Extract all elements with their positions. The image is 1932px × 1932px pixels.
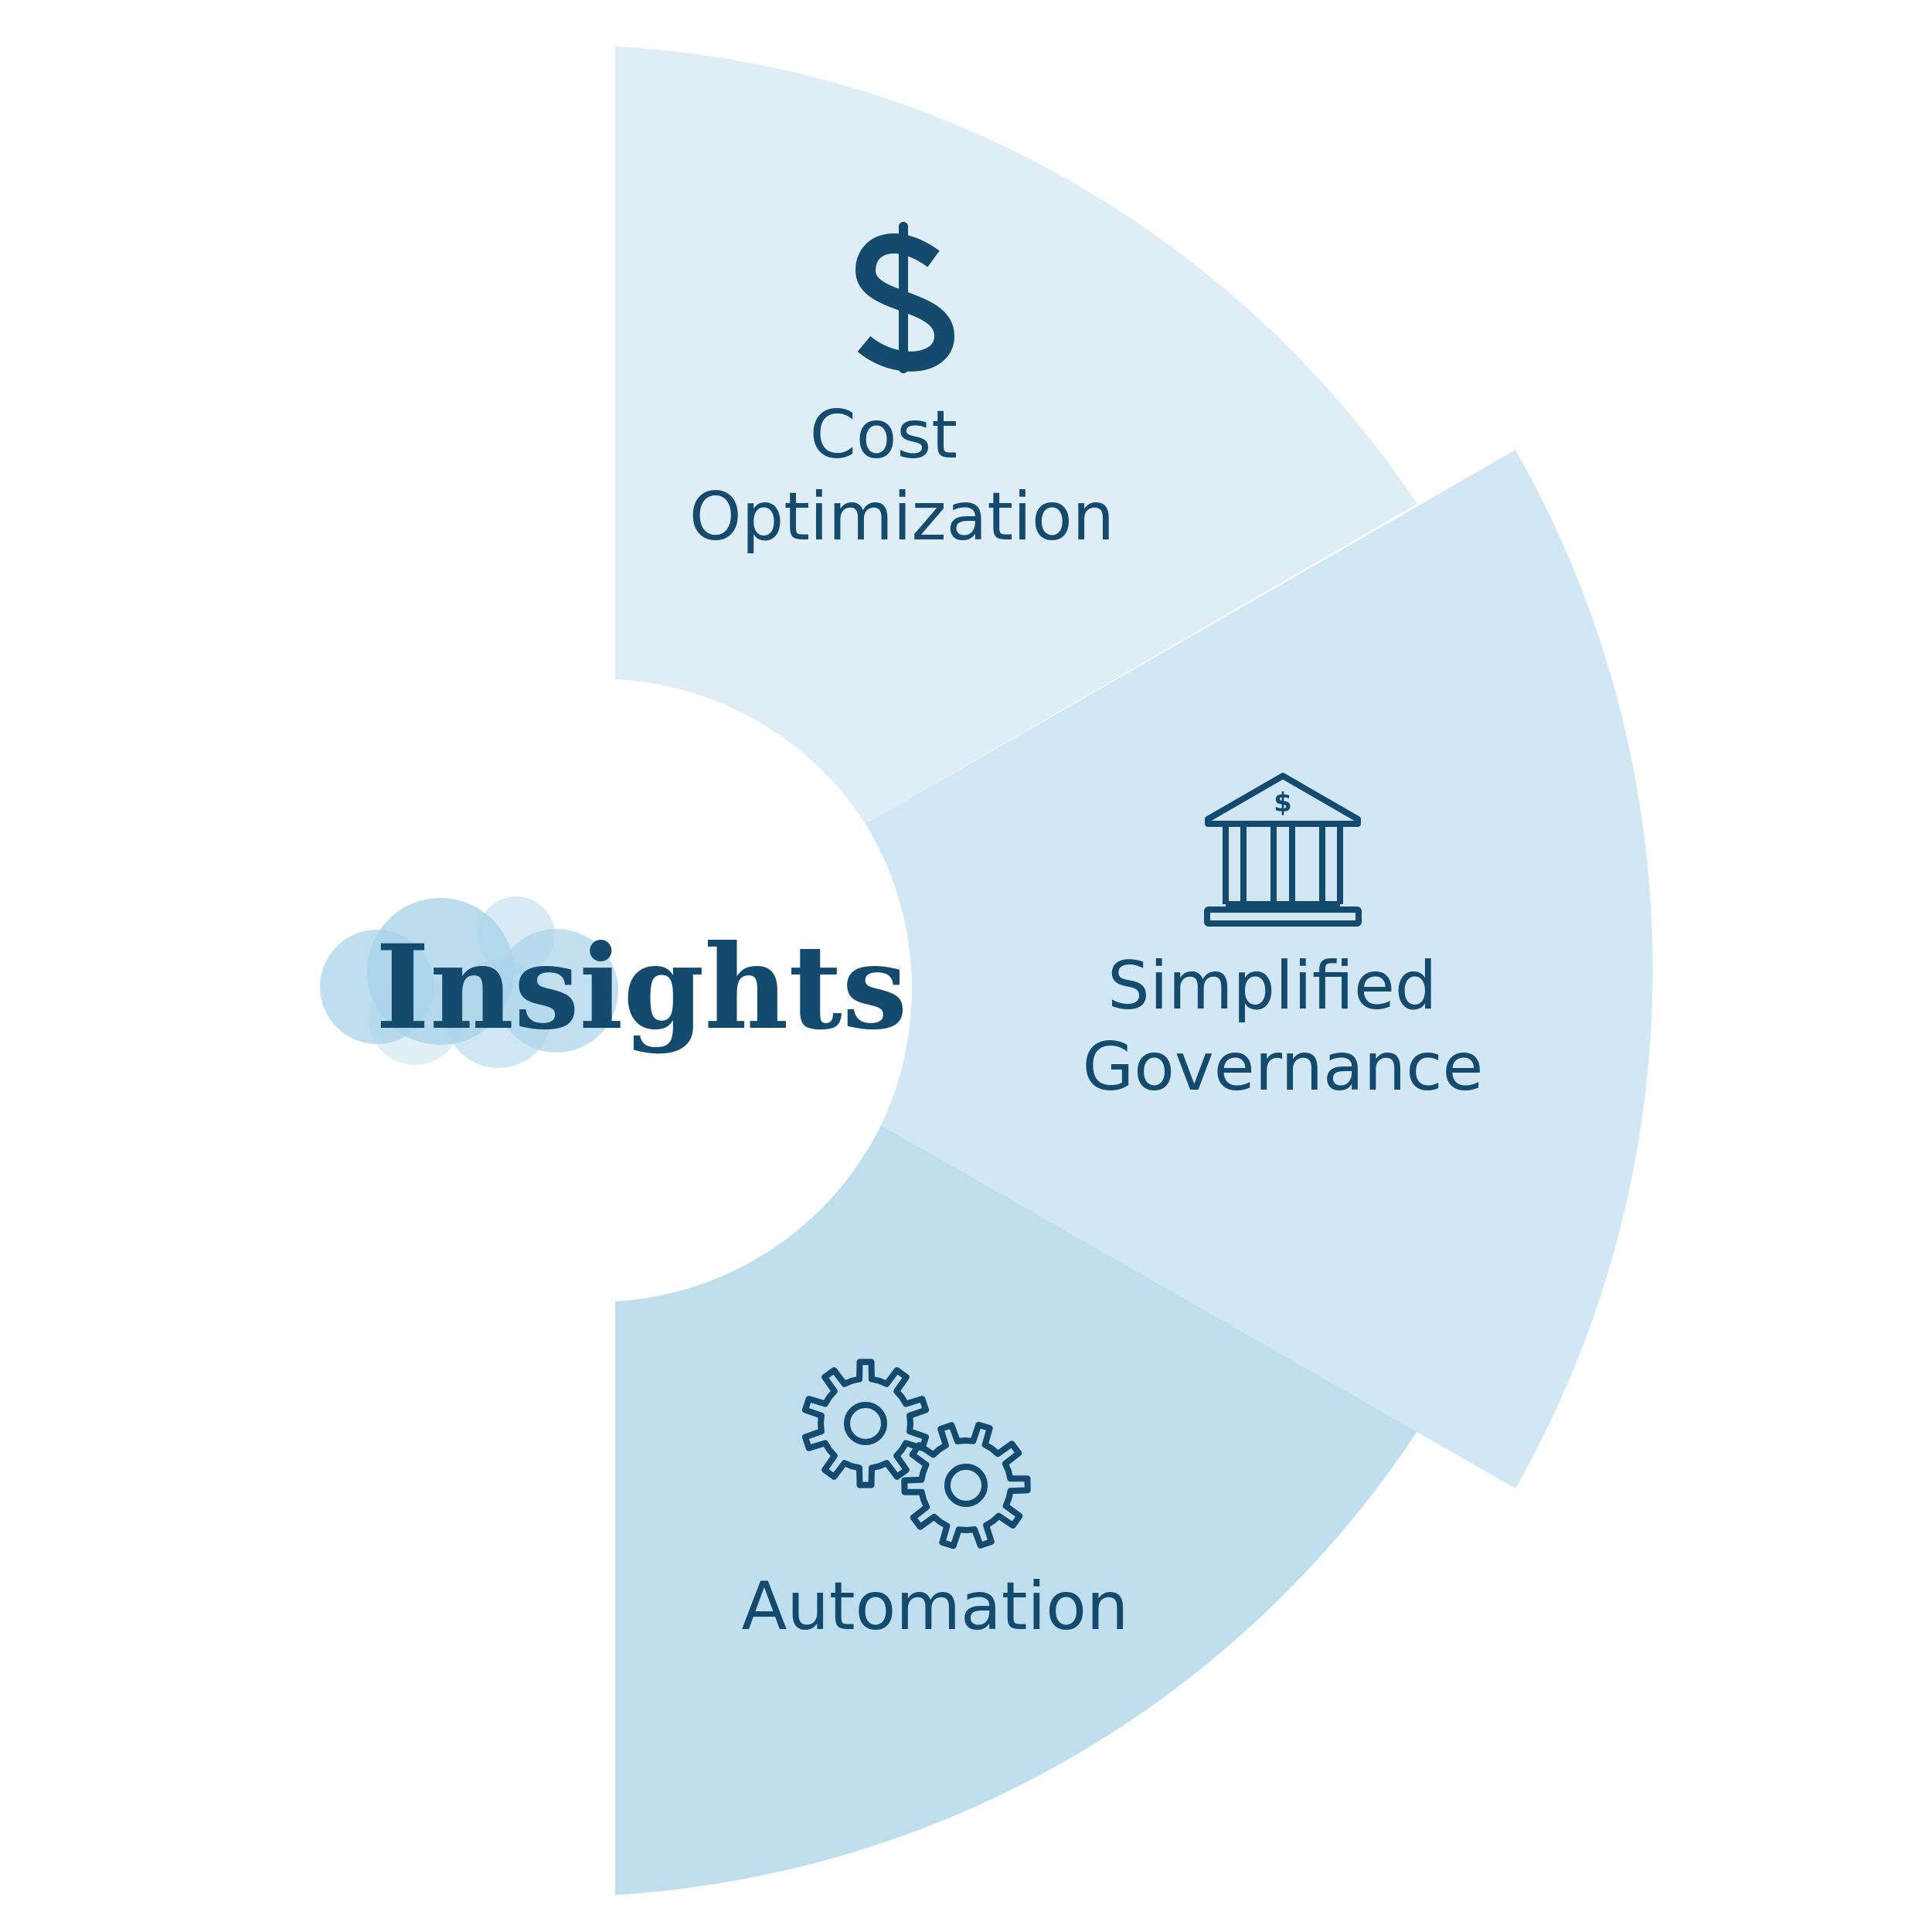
cloud-icon [320, 896, 618, 1068]
simplified-governance-label: Simplified Governance [1083, 947, 1484, 1106]
automation-label: Automation [742, 1568, 1129, 1645]
governance-label-line-2: Governance [1083, 1029, 1484, 1106]
cost-optimization-label: Cost Optimization [689, 396, 1114, 556]
svg-text:$: $ [1274, 787, 1292, 818]
segment-cost-optimization [615, 46, 1417, 824]
cost-label-line-2: Optimization [689, 478, 1114, 556]
cost-label-line-1: Cost [810, 396, 957, 474]
governance-label-line-1: Simplified [1107, 947, 1437, 1025]
segment-simplified-governance [866, 450, 1653, 1488]
dollar-sign-icon [855, 222, 954, 373]
gear-large-icon [801, 1359, 930, 1488]
center-label: Insights [376, 920, 907, 1056]
gears-icon [801, 1359, 1031, 1549]
gear-small-icon [901, 1421, 1031, 1549]
bank-building-icon: $ [1204, 773, 1362, 927]
